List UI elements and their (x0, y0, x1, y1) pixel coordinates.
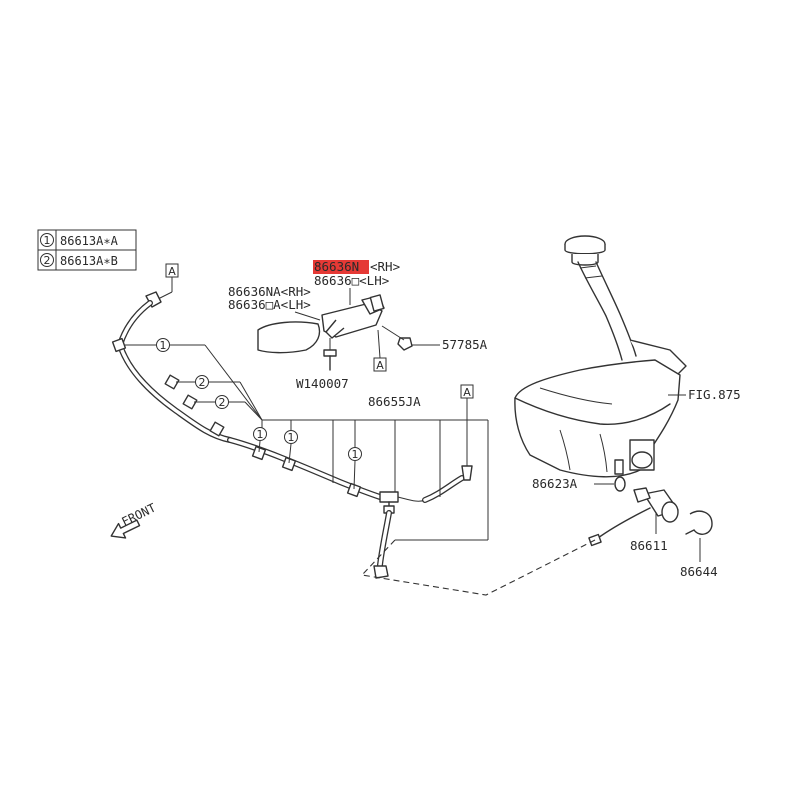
washer-tank (514, 235, 687, 478)
pump-bracket (689, 510, 713, 535)
svg-text:A: A (168, 265, 176, 278)
legend-num-1: 1 (44, 234, 51, 247)
nozzle-assembly: 86636N <RH> 86636□<LH> 86636NA<RH> 86636… (228, 259, 440, 372)
part-label-86623a: 86623A (532, 476, 578, 491)
part-label-86636na-rh: 86636NA<RH> (228, 284, 311, 299)
legend-circle-1 (40, 233, 54, 247)
legend-text-2: 86613A∗B (60, 254, 118, 268)
svg-text:A: A (463, 386, 471, 399)
nozzle-cover (257, 321, 321, 354)
legend-table: 1 86613A∗A 2 86613A∗B (37, 229, 137, 271)
legend-circle-2 (40, 253, 54, 267)
callout-1-b (253, 427, 267, 441)
ref-box-a-left: A (155, 263, 179, 301)
dashed-connections (360, 539, 596, 596)
svg-text:A: A (376, 359, 384, 372)
part-label-86655ja: 86655JA (368, 394, 421, 409)
ref-box-a-mid: A (460, 384, 474, 481)
part-label-fig875: FIG.875 (688, 387, 741, 402)
svg-text:2: 2 (199, 376, 206, 389)
part-label-86611: 86611 (630, 538, 668, 553)
washer-hose-assembly (111, 291, 465, 579)
highlight-bg (313, 260, 369, 274)
svg-text:1: 1 (160, 339, 167, 352)
svg-text:1: 1 (288, 431, 295, 444)
callout-1-c (284, 430, 298, 444)
pump-assembly (588, 476, 713, 562)
part-label-86636n-side: <RH> (370, 259, 400, 274)
legend-text-1: 86613A∗A (60, 234, 119, 248)
part-label-86644: 86644 (680, 564, 718, 579)
part-label-57785a: 57785A (442, 337, 488, 352)
callout-1-d (348, 447, 362, 461)
part-label-86636-lh: 86636□<LH> (314, 273, 389, 288)
part-label-86636a-lh: 86636□A<LH> (228, 297, 311, 312)
part-label-86636n: 86636N (314, 259, 359, 274)
front-direction-indicator: FRONT (110, 501, 158, 539)
svg-text:1: 1 (257, 428, 264, 441)
callout-lines: 1 2 2 1 1 1 (125, 338, 489, 541)
grommet (614, 476, 626, 492)
part-label-w140007: W140007 (296, 376, 349, 391)
front-arrow-icon (110, 519, 141, 539)
legend-num-2: 2 (44, 254, 51, 267)
svg-text:2: 2 (219, 396, 226, 409)
svg-text:1: 1 (352, 448, 359, 461)
